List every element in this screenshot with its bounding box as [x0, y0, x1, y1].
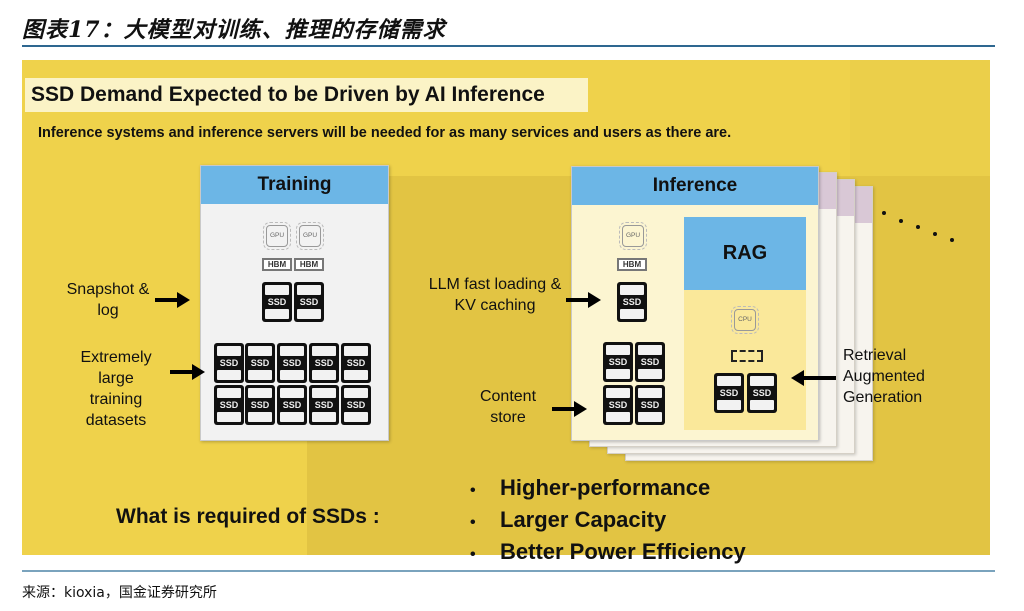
ssd-icon: SSD	[635, 385, 665, 425]
ssd-icon-label: SSD	[752, 388, 772, 398]
arrow-right-icon	[155, 292, 190, 308]
ssd-icon: SSD	[309, 385, 339, 425]
ssd-icon-label: SSD	[640, 400, 660, 410]
content-store-label: Content store	[479, 388, 537, 426]
gpu-icon: GPU	[263, 222, 291, 250]
ssd-icon-label: SSD	[282, 358, 302, 368]
ssd-icon: SSD	[277, 385, 307, 425]
footer-divider	[22, 570, 995, 572]
requirement-item: Higher-performance	[470, 473, 746, 505]
ssd-icon-label: SSD	[719, 388, 739, 398]
ellipsis-dot	[916, 225, 920, 229]
rag-label: Retrieval Augmented Generation	[843, 347, 925, 406]
ssd-icon: SSD	[714, 373, 744, 413]
requirement-item: Larger Capacity	[470, 505, 746, 537]
gpu-icon: GPU	[296, 222, 324, 250]
cpu-icon: CPU	[731, 306, 759, 334]
ssd-icon-label: SSD	[608, 357, 628, 367]
ellipsis-dot	[933, 232, 937, 236]
slide-subtitle: Inference systems and inference servers …	[38, 125, 732, 141]
ssd-icon-label: SSD	[219, 358, 239, 368]
requirement-item: Better Power Efficiency	[470, 537, 746, 569]
ssd-icon: SSD	[245, 385, 275, 425]
ssd-icon-label: SSD	[346, 400, 366, 410]
slide-panel-shade	[850, 60, 990, 176]
arrow-left-icon	[791, 370, 836, 386]
title-divider	[22, 45, 995, 47]
ssd-icon: SSD	[214, 385, 244, 425]
slide-heading: SSD Demand Expected to be Driven by AI I…	[25, 78, 588, 112]
inference-title: Inference	[572, 167, 818, 205]
training-title: Training	[201, 166, 388, 204]
rag-panel: RAG	[684, 217, 806, 430]
ssd-icon-label: SSD	[622, 297, 642, 307]
ssd-icon-label: SSD	[640, 357, 660, 367]
gpu-icon: GPU	[619, 222, 647, 250]
hbm-icon: HBM	[262, 258, 292, 271]
hbm-icon: HBM	[617, 258, 647, 271]
ssd-icon-label: SSD	[314, 358, 334, 368]
memory-icon	[731, 350, 763, 362]
requirements-list: Higher-performance Larger Capacity Bette…	[470, 473, 746, 569]
ssd-icon: SSD	[245, 343, 275, 383]
ellipsis-dot	[882, 211, 886, 215]
ssd-icon: SSD	[603, 342, 633, 382]
ssd-icon: SSD	[635, 342, 665, 382]
ssd-icon-label: SSD	[250, 358, 270, 368]
ssd-icon-label: SSD	[314, 400, 334, 410]
ssd-icon: SSD	[617, 282, 647, 322]
ssd-icon: SSD	[214, 343, 244, 383]
ssd-icon: SSD	[747, 373, 777, 413]
ssd-icon-label: SSD	[299, 297, 319, 307]
ellipsis-dot	[899, 219, 903, 223]
ssd-icon: SSD	[277, 343, 307, 383]
ssd-icon: SSD	[603, 385, 633, 425]
arrow-right-icon	[566, 292, 601, 308]
llm-loading-label: LLM fast loading & KV caching	[428, 276, 562, 314]
arrow-right-icon	[552, 401, 587, 417]
arrow-right-icon	[170, 364, 205, 380]
training-datasets-label: Extremely large training datasets	[80, 349, 152, 429]
ssd-icon: SSD	[262, 282, 292, 322]
hbm-icon: HBM	[294, 258, 324, 271]
ssd-icon-label: SSD	[219, 400, 239, 410]
ellipsis-dot	[950, 238, 954, 242]
figure-title: 图表17：大模型对训练、推理的存储需求	[22, 17, 446, 43]
ssd-icon-label: SSD	[608, 400, 628, 410]
ssd-icon: SSD	[309, 343, 339, 383]
ssd-icon-label: SSD	[346, 358, 366, 368]
ssd-icon-label: SSD	[282, 400, 302, 410]
source-note: 来源：kioxia，国金证券研究所	[22, 585, 217, 601]
ssd-icon: SSD	[341, 385, 371, 425]
ssd-icon: SSD	[341, 343, 371, 383]
requirements-label: What is required of SSDs :	[116, 505, 380, 528]
ssd-icon-label: SSD	[250, 400, 270, 410]
rag-title: RAG	[684, 217, 806, 290]
ssd-icon-label: SSD	[267, 297, 287, 307]
ssd-icon: SSD	[294, 282, 324, 322]
snapshot-log-label: Snapshot & log	[66, 281, 150, 319]
